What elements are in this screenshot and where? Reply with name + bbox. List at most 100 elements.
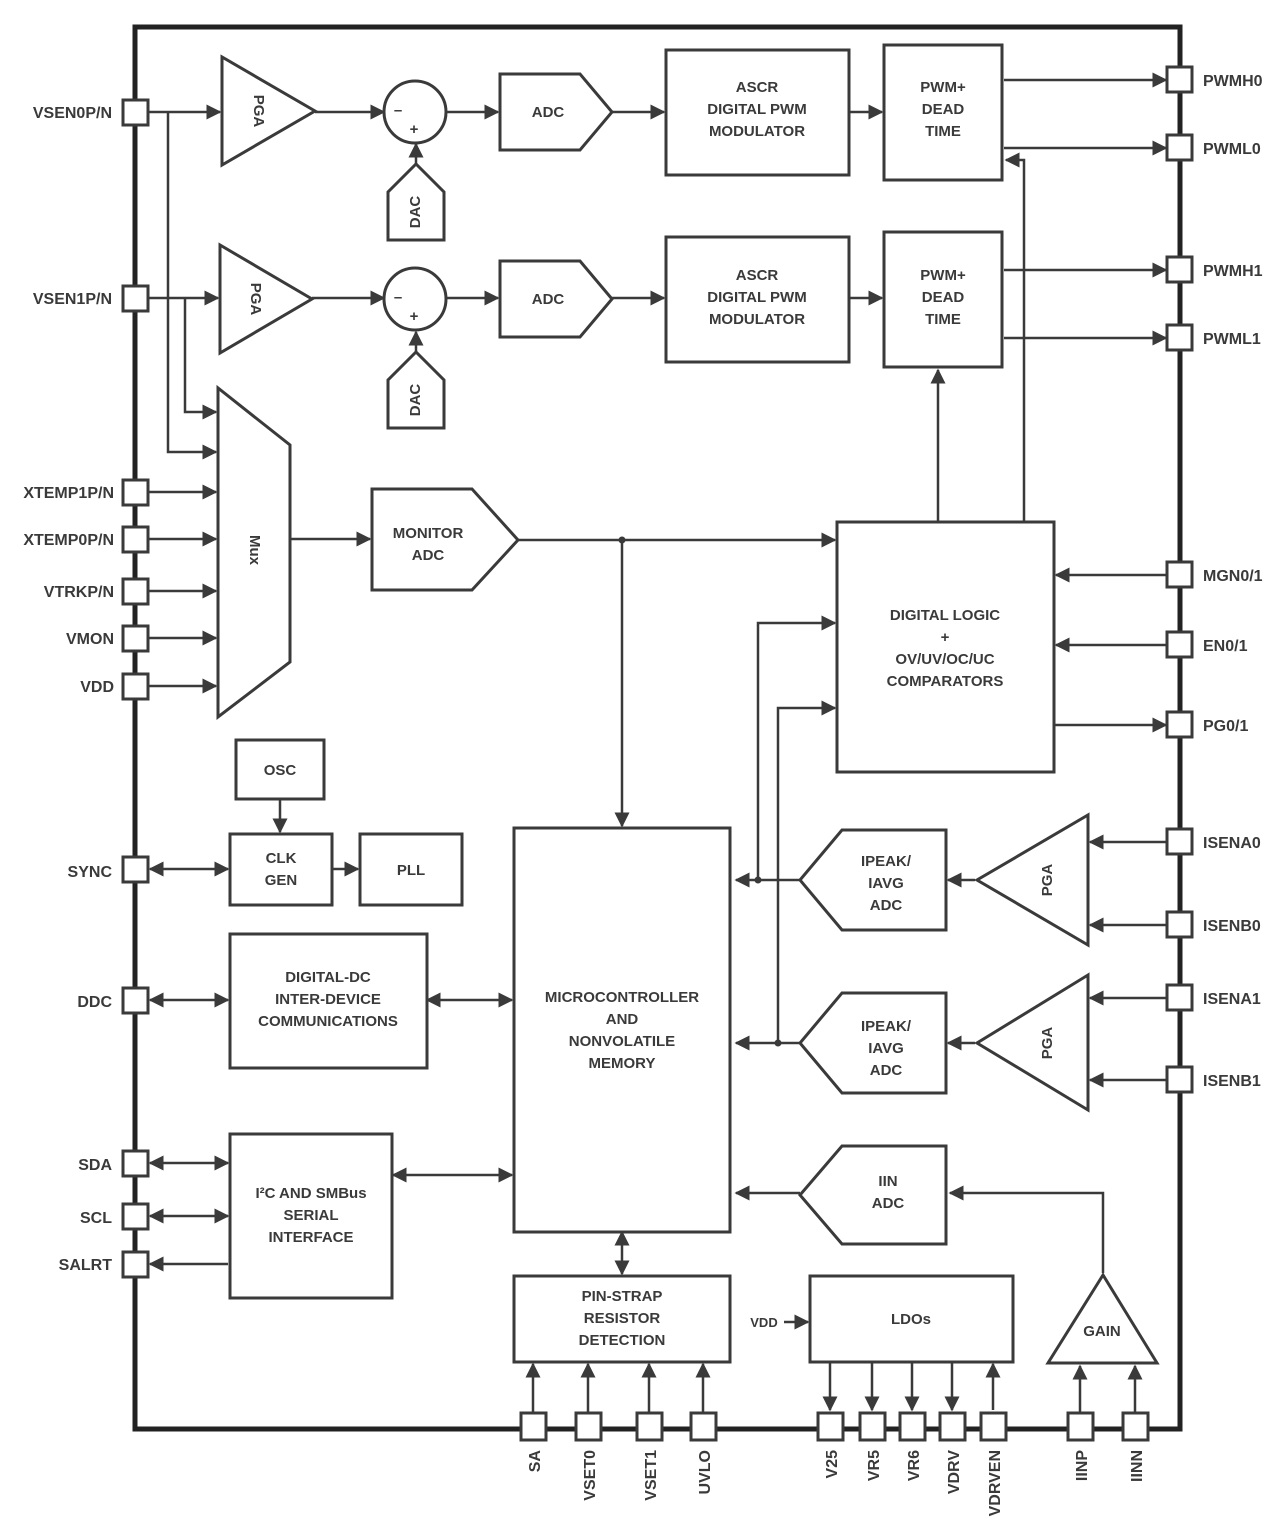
pwm-1-line3: TIME — [925, 311, 961, 328]
wires — [148, 72, 1168, 1413]
ascr-1-line2: DIGITAL PWM — [707, 289, 806, 306]
pin-pwmh0 — [1165, 65, 1194, 94]
digital-logic: DIGITAL LOGIC + OV/UV/OC/UC COMPARATORS — [835, 520, 1056, 774]
pin-vset0 — [574, 1411, 603, 1442]
pin-pwmh1 — [1165, 255, 1194, 284]
pwm-1-line2: DEAD — [922, 289, 965, 306]
dac-0-label: DAC — [407, 196, 424, 229]
mux-label: Mux — [246, 535, 263, 566]
pinstrap-line1: PIN-STRAP — [582, 1288, 663, 1305]
mcu-line4: MEMORY — [589, 1055, 656, 1072]
pin-sync — [121, 855, 150, 884]
right-pin-labels: PWMH0 PWML0 PWMH1 PWML1 MGN0/1 EN0/1 PG0… — [1203, 73, 1263, 1090]
mcu-line3: NONVOLATILE — [569, 1033, 675, 1050]
gain-label: GAIN — [1083, 1323, 1121, 1340]
pin-isenb0 — [1165, 910, 1194, 939]
mux: Mux — [216, 384, 292, 721]
pin-en — [1165, 630, 1194, 659]
pwm-dead-time-1: PWM+ DEAD TIME — [882, 230, 1004, 369]
ipeak-0-line3: ADC — [870, 897, 903, 914]
pin-sa — [519, 1411, 548, 1442]
dac-1-label: DAC — [407, 384, 424, 417]
ipeak-1-line1: IPEAK/ — [861, 1018, 912, 1035]
pin-label-vsen0: VSEN0P/N — [33, 105, 112, 122]
adc-1: ADC — [498, 259, 614, 339]
ascr-modulator-1: ASCR DIGITAL PWM MODULATOR — [664, 235, 851, 364]
pin-mgn — [1165, 560, 1194, 589]
microcontroller: MICROCONTROLLER AND NONVOLATILE MEMORY — [512, 826, 732, 1234]
summer-1-plus: + — [410, 308, 419, 325]
pin-label-vtrk: VTRKP/N — [44, 584, 114, 601]
ascr-modulator-0: ASCR DIGITAL PWM MODULATOR — [664, 48, 851, 177]
pin-label-pwml0: PWML0 — [1203, 141, 1261, 158]
ddc-comm-line2: INTER-DEVICE — [275, 991, 381, 1008]
iin-adc-line2: ADC — [872, 1195, 905, 1212]
i2c-line1: I²C AND SMBus — [255, 1185, 366, 1202]
pin-iinn — [1121, 1411, 1150, 1442]
ascr-0-line2: DIGITAL PWM — [707, 101, 806, 118]
pwm-1-line1: PWM+ — [920, 267, 966, 284]
pin-xtemp1 — [121, 478, 150, 507]
pin-ddc — [121, 986, 150, 1015]
pin-label-vdrven: VDRVEN — [987, 1450, 1004, 1516]
pin-label-pwml1: PWML1 — [1203, 331, 1261, 348]
ipeak-adc-0: IPEAK/ IAVG ADC — [798, 828, 948, 932]
pin-v25 — [816, 1411, 845, 1442]
summer-0-plus: + — [410, 121, 419, 138]
mcu-line2: AND — [606, 1011, 639, 1028]
summer-1-minus: – — [394, 289, 402, 306]
adc-0-label: ADC — [532, 104, 565, 121]
pin-vmon — [121, 624, 150, 653]
pin-label-uvlo: UVLO — [697, 1450, 714, 1494]
ipeak-0-line1: IPEAK/ — [861, 853, 912, 870]
pin-vdd — [121, 672, 150, 701]
pin-label-pg: PG0/1 — [1203, 718, 1248, 735]
pin-label-isenb1: ISENB1 — [1203, 1073, 1261, 1090]
ddc-comm-line1: DIGITAL-DC — [285, 969, 371, 986]
left-pin-labels: VSEN0P/N VSEN1P/N XTEMP1P/N XTEMP0P/N VT… — [23, 105, 114, 1274]
pin-salrt — [121, 1250, 150, 1279]
pin-vr6 — [898, 1411, 927, 1442]
pwm-0-line1: PWM+ — [920, 79, 966, 96]
pin-vsen1 — [121, 284, 150, 313]
ipeak-1-line3: ADC — [870, 1062, 903, 1079]
pin-label-iinn: IINN — [1129, 1450, 1146, 1482]
pwm-0-line2: DEAD — [922, 101, 965, 118]
clk-gen-line1: CLK — [266, 850, 297, 867]
digital-logic-line1: DIGITAL LOGIC — [890, 607, 1000, 624]
pin-uvlo — [689, 1411, 718, 1442]
pga-current-1: PGA — [974, 972, 1090, 1113]
clk-gen-line2: GEN — [265, 872, 298, 889]
pga-1: PGA — [218, 242, 315, 356]
ldos: LDOs — [808, 1274, 1015, 1364]
i2c-line2: SERIAL — [283, 1207, 338, 1224]
left-pins — [121, 98, 150, 1279]
pin-vr5 — [858, 1411, 887, 1442]
dac-1: DAC — [386, 349, 446, 430]
pin-strap-detection: PIN-STRAP RESISTOR DETECTION — [512, 1274, 732, 1364]
digital-logic-line4: COMPARATORS — [887, 673, 1004, 690]
pinstrap-line2: RESISTOR — [584, 1310, 661, 1327]
pinstrap-line3: DETECTION — [579, 1332, 666, 1349]
digital-logic-line2: + — [941, 629, 950, 646]
monitor-adc-line2: ADC — [412, 547, 445, 564]
pin-label-vsen1: VSEN1P/N — [33, 291, 112, 308]
pin-label-vr5: VR5 — [866, 1450, 883, 1481]
adc-0: ADC — [498, 72, 614, 152]
right-pins — [1165, 65, 1194, 1094]
bottom-pins — [519, 1411, 1150, 1442]
osc: OSC — [234, 738, 326, 801]
pga-current-1-label: PGA — [1039, 1027, 1056, 1060]
pwm-dead-time-0: PWM+ DEAD TIME — [882, 43, 1004, 182]
pin-label-isenb0: ISENB0 — [1203, 918, 1261, 935]
monitor-adc-line1: MONITOR — [393, 525, 464, 542]
pga-0: PGA — [220, 54, 318, 168]
pin-isenb1 — [1165, 1065, 1194, 1094]
pin-pg — [1165, 710, 1194, 739]
pin-vset1 — [635, 1411, 664, 1442]
gain-amp: GAIN — [1045, 1272, 1160, 1365]
dac-0: DAC — [386, 161, 446, 242]
pin-label-en: EN0/1 — [1203, 638, 1248, 655]
pga-current-0-label: PGA — [1039, 864, 1056, 897]
